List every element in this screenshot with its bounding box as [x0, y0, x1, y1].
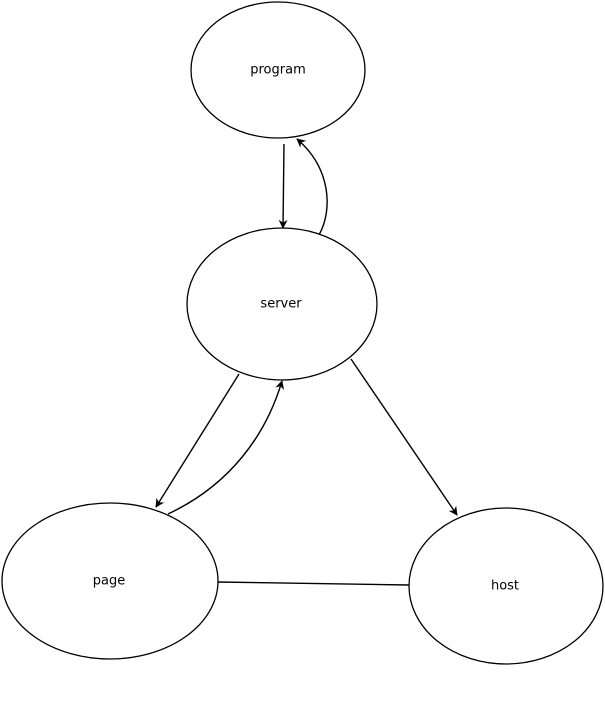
edge-program-to-server	[278, 143, 288, 229]
node-page[interactable]: page	[1, 502, 219, 660]
node-page-shape	[1, 502, 219, 660]
edge-server-to-host	[350, 358, 458, 516]
node-server-label: server	[260, 297, 302, 312]
node-server-shape	[186, 227, 378, 381]
node-program-label: program	[250, 63, 306, 78]
edge-server-to-program	[296, 138, 328, 236]
node-host-shape	[408, 507, 604, 665]
node-program[interactable]: program	[190, 1, 366, 139]
node-page-label: page	[93, 574, 125, 589]
edge-server-to-page	[155, 373, 240, 508]
node-server[interactable]: server	[186, 227, 378, 381]
edge-page-to-server	[167, 380, 285, 515]
node-host[interactable]: host	[408, 507, 604, 665]
node-host-label: host	[491, 579, 519, 594]
node-program-shape	[190, 1, 366, 139]
edges-group	[155, 138, 458, 586]
edge-page-host	[216, 581, 410, 586]
